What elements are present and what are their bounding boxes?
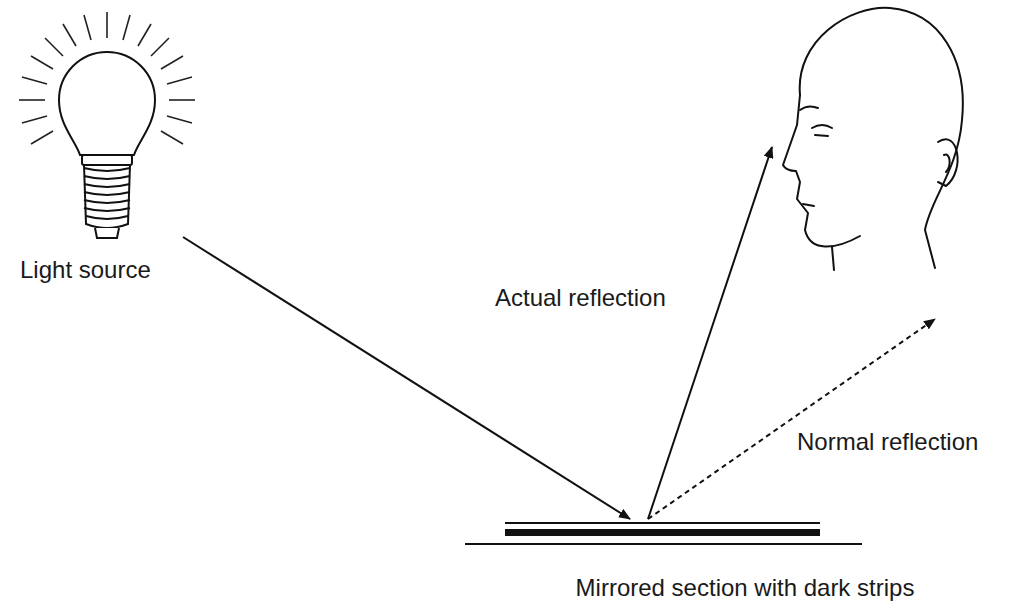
label-text: Mirrored section with dark strips (576, 574, 915, 603)
bulb-globe (59, 52, 155, 155)
bulb-base (82, 155, 132, 238)
mirror-section (465, 523, 862, 544)
incident-ray (183, 237, 630, 519)
label-text: Light source (20, 256, 151, 285)
label-text: Actual reflection (495, 284, 666, 313)
head-profile (783, 8, 963, 270)
label-text: Normal reflection (797, 428, 978, 457)
actual-reflection-ray (648, 147, 772, 519)
normal-reflection-ray (648, 319, 935, 519)
